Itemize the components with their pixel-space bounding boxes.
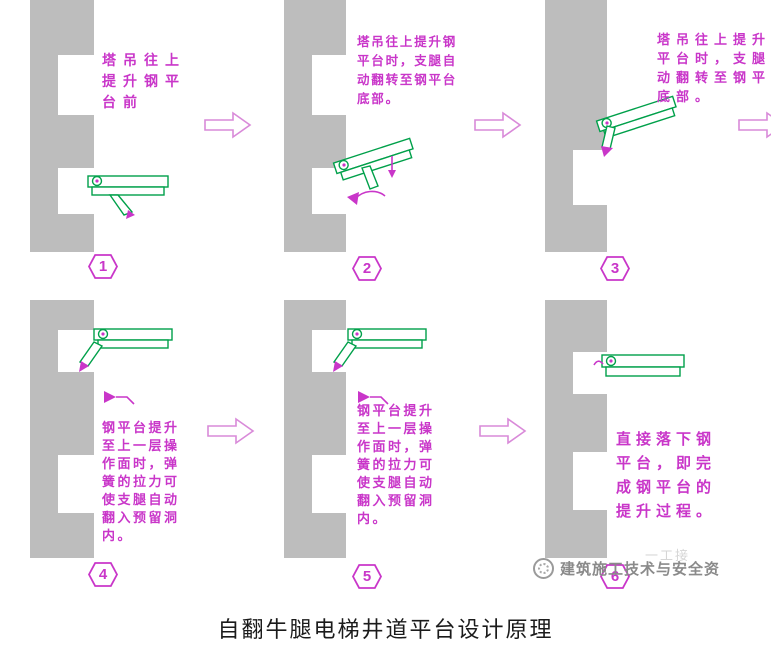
wall-opening [573,150,607,205]
reserved-hole [58,455,94,513]
step-number-4: 4 [88,561,118,588]
panel-2-annotation: 塔吊往上提升钢 平台时，支腿自 动翻转至钢平台 底部。 [357,35,458,106]
steel-platform-1 [87,175,169,219]
pivot-dot [342,163,346,167]
platform-beams [87,175,169,216]
step-number-label: 4 [98,566,108,583]
steel-platform-3-tilted [595,95,677,157]
leg-tip-marker [333,361,343,372]
down-arrow-head [388,170,396,178]
leg-tip-marker [126,210,135,219]
shaft-wall-3 [545,0,607,252]
step-number-3: 3 [600,255,630,282]
steel-platform-5 [332,328,427,372]
rotate-left-symbol [347,190,386,205]
watermark-text: 建筑施工技术与安全资 [560,561,721,578]
step-number-6: 6 [600,563,630,590]
watermark: 建筑施工技术与安全资 [533,558,720,579]
step-number-5: 5 [352,563,382,590]
hexagon-fill [602,565,628,588]
pivot-dot [95,179,99,183]
shaft-wall-6 [545,300,607,558]
panel-1-annotation: 塔吊往上 提升钢平 台前 [102,52,186,110]
panel-5-annotation: 钢平台提升 至上一层操 作面时，弹 簧的拉力可 使支腿自动 翻入预留洞 内。 [357,403,435,526]
right-block-arrow [479,417,527,445]
flip-leg [361,165,379,190]
step-number-label: 2 [362,260,372,277]
hexagon-fill [602,257,628,280]
steel-platform-2-tilted [332,137,414,190]
right-block-arrow [207,417,255,445]
platform-beams [595,95,677,139]
steel-platform-6 [593,354,685,377]
watermark-logo-icon [533,558,554,579]
leg-tip-marker [601,146,613,157]
step-number-label: 6 [610,568,620,585]
reserved-hole [312,455,346,513]
shaft-wall-5 [284,300,346,558]
wall-opening [312,55,346,115]
right-block-arrow [204,111,252,139]
platform-beams [332,328,427,367]
right-block-arrow [474,111,522,139]
rotate-right-symbol [104,391,135,405]
wall-opening [58,55,94,115]
right-block-arrow [738,111,771,139]
panel-3-annotation: 塔吊往上提升钢 平台时，支腿自 动翻转至钢平台 底部。 [657,32,771,104]
hexagon-fill [354,257,380,280]
figure-caption: 自翻牛腿电梯井道平台设计原理 [217,617,554,642]
rotate-right-symbol [358,391,389,405]
shaft-wall-1 [30,0,94,252]
pivot-dot [101,332,105,336]
platform-beams [332,137,414,181]
step-number-label: 5 [362,568,372,585]
panel-4-annotation: 钢平台提升 至上一层操 作面时，弹 簧的拉力可 使支腿自动 翻入预留洞 内。 [102,420,180,543]
steel-platform-4 [78,328,173,372]
platform-beams [601,354,685,377]
step-number-1: 1 [88,253,118,280]
shaft-wall-4 [30,300,94,558]
wall-opening [312,168,346,214]
support-hook-marker [593,360,604,366]
step-number-label: 1 [98,258,108,275]
pivot-dot [609,359,613,363]
hexagon-fill [354,565,380,588]
reserved-hole [573,452,607,510]
platform-beams [78,328,173,367]
pivot-dot [605,121,609,125]
shaft-wall-2 [284,0,346,252]
faint-watermark-text: 一工接 [645,548,691,563]
pivot-dot [355,332,359,336]
hexagon-fill [90,255,116,278]
step-number-label: 3 [610,260,620,277]
panel-6-annotation: 直接落下钢 平台，即完 成钢平台的 提升过程。 [616,431,717,520]
step-number-2: 2 [352,255,382,282]
hexagon-fill [90,563,116,586]
leg-tip-marker [79,361,89,372]
